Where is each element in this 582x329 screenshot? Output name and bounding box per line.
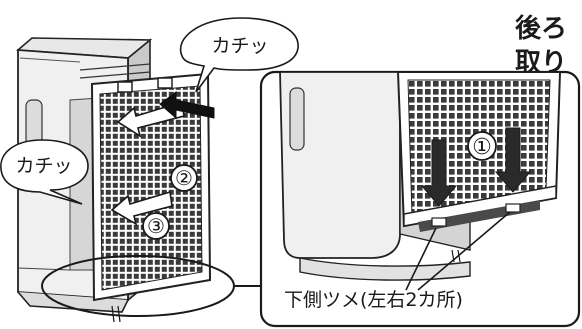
click-left-label: カチッ [15,155,72,177]
down-arrows [420,127,532,207]
filter-panel [90,72,212,302]
hook-leader-lines [405,211,511,291]
heading-line-1: 後ろ [515,14,568,44]
click-callout-left: カチッ [0,139,89,205]
click-top-label: カチッ [211,35,268,57]
step-3-marker: ③ [142,212,170,240]
step-2-marker: ② [170,164,198,192]
zoom-ellipse [41,255,261,323]
step-3-label: ③ [147,214,165,238]
insert-arrows [110,91,215,226]
detail-panel: ① 下側ツメ(左右2カ所) [259,70,581,328]
lower-hooks-caption: 下側ツメ(左右2カ所) [284,289,463,311]
step-1-label: ① [472,135,492,160]
step-1-marker: ① [467,131,497,161]
click-callout-top: カチッ [179,17,299,93]
step-2-label: ② [175,166,193,190]
